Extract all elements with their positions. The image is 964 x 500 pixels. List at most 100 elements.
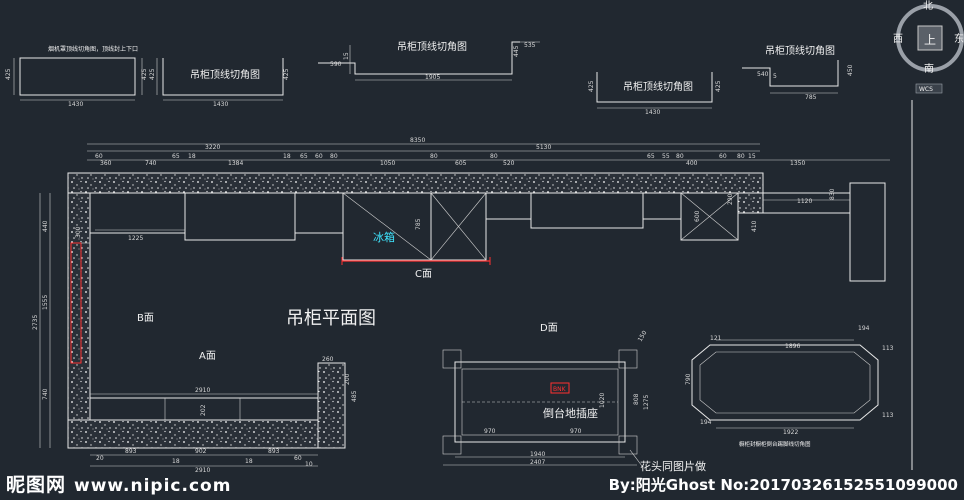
dim-label: 300 xyxy=(75,226,82,238)
compass-center-label: 上 xyxy=(924,33,936,47)
dim-label: 60 xyxy=(315,153,323,160)
dim-label: 970 xyxy=(570,428,582,435)
dim-label: 200 xyxy=(344,373,351,385)
dim-label: 830 xyxy=(829,188,836,200)
hood-top-line-figure: 烟机罩顶线切角图，顶线封上下口 425 425 1430 xyxy=(5,45,148,108)
dim-label: 808 xyxy=(633,393,640,405)
dim-label: 10 xyxy=(305,461,313,468)
dim-label: 605 xyxy=(455,160,467,167)
dim-label: 1940 xyxy=(530,451,545,458)
dim-label: 785 xyxy=(415,218,422,230)
dim-label: 2407 xyxy=(530,459,545,466)
dim-label: 15 xyxy=(343,52,350,60)
dim-label: 113 xyxy=(882,345,894,352)
dim-label: 590 xyxy=(330,61,342,68)
dim-label: 18 xyxy=(172,458,180,465)
dim-label: 60 xyxy=(95,153,103,160)
dim-label: 5130 xyxy=(536,144,551,151)
dim-label: 425 xyxy=(5,68,12,80)
top-line-figure-5: 540 785 450 5 吊柜顶线切角图 xyxy=(742,44,854,101)
dim-label: 80 xyxy=(430,153,438,160)
wcs-label: WCS xyxy=(919,86,933,93)
dim-label: 1225 xyxy=(128,235,143,242)
dim-label: 540 xyxy=(757,71,769,78)
dim-label: 18 xyxy=(188,153,196,160)
dim-label: 1275 xyxy=(643,395,650,410)
dim-label: 2735 xyxy=(32,315,39,330)
dim-label: 970 xyxy=(484,428,496,435)
flower-note: 花头同图片做 xyxy=(640,459,706,473)
view-cube-compass[interactable]: 上 北 西 东 南 WCS xyxy=(893,0,964,94)
dim-label: 400 xyxy=(686,160,698,167)
dim-label: 740 xyxy=(42,388,49,400)
dim-label: 60 xyxy=(719,153,727,160)
dim-label: 80 xyxy=(737,153,745,160)
dim-label: 1430 xyxy=(645,109,660,116)
dim-label: 360 xyxy=(100,160,112,167)
compass-north: 北 xyxy=(923,0,933,12)
dim-label: 1350 xyxy=(790,160,805,167)
dim-label: 425 xyxy=(588,80,595,92)
dim-label: 1050 xyxy=(380,160,395,167)
dim-label: 121 xyxy=(710,335,722,342)
watermark-author: By:阳光Ghost No:20170326152551099000 xyxy=(608,476,958,494)
top-line-figure-4: 425 425 1430 吊柜顶线切角图 xyxy=(588,72,722,116)
dim-label: 785 xyxy=(805,94,817,101)
dim-label: 600 xyxy=(694,210,701,222)
dim-label: 194 xyxy=(700,419,712,426)
dim-label: 902 xyxy=(195,448,207,455)
dim-label: 20 xyxy=(96,455,104,462)
dim-label: 425 xyxy=(715,80,722,92)
top-line-title-4: 吊柜顶线切角图 xyxy=(623,80,693,93)
dim-label: 410 xyxy=(751,220,758,232)
dim-label: 55 xyxy=(662,153,670,160)
face-c-label: C面 xyxy=(415,269,432,280)
dim-label: 202 xyxy=(200,404,207,416)
dim-label: 80 xyxy=(676,153,684,160)
socket-label: 倒台地插座 xyxy=(543,406,598,420)
socket-tag: BNK xyxy=(553,386,567,393)
compass-south: 南 xyxy=(924,62,934,75)
dim-label: 450 xyxy=(847,64,854,76)
dim-label: 425 xyxy=(141,68,148,80)
top-dimension-chain: 8350 3220 5130 60 360 740 65 18 1384 18 … xyxy=(87,137,890,167)
socket-island-figure: BNK 倒台地插座 970 970 1020 808 1275 150 1940… xyxy=(442,329,706,473)
dim-label: 194 xyxy=(858,325,870,332)
top-line-title-3: 吊柜顶线切角图 xyxy=(397,40,467,53)
face-d-label: D面 xyxy=(540,323,558,334)
top-line-figure-2: 425 425 1430 吊柜顶线切角图 xyxy=(149,58,290,108)
dim-label: 1905 xyxy=(425,74,440,81)
dim-label: 1430 xyxy=(68,101,83,108)
dim-label: 3220 xyxy=(205,144,220,151)
dim-label: 15 xyxy=(748,153,756,160)
dim-label: 740 xyxy=(145,160,157,167)
kick-note-label: 橱柜封橱柜倒台踢脚线切角图 xyxy=(739,440,811,448)
dim-label: 113 xyxy=(882,412,894,419)
dim-label: 290 xyxy=(727,193,734,205)
dim-label: 5 xyxy=(773,73,777,80)
hood-note-label: 烟机罩顶线切角图，顶线封上下口 xyxy=(48,45,138,53)
dim-label: 1020 xyxy=(599,393,606,408)
dim-label: 80 xyxy=(490,153,498,160)
compass-east: 东 xyxy=(954,32,964,45)
dim-label: 8350 xyxy=(410,137,425,144)
dim-label: 18 xyxy=(283,153,291,160)
dim-label: 535 xyxy=(524,42,536,49)
brand-name: 昵图网 xyxy=(6,474,67,496)
dim-label: 1555 xyxy=(42,295,49,310)
cabinet-plan: 2735 1555 740 440 300 1120 830 410 290 6… xyxy=(32,172,886,474)
dim-label: 893 xyxy=(268,448,280,455)
dim-label: 65 xyxy=(647,153,655,160)
plan-title: 吊柜平面图 xyxy=(286,308,376,329)
dim-label: 65 xyxy=(300,153,308,160)
dim-label: 425 xyxy=(149,68,156,80)
dim-label: 1384 xyxy=(228,160,243,167)
dim-label: 440 xyxy=(42,220,49,232)
face-a-label: A面 xyxy=(199,351,216,362)
dim-label: 893 xyxy=(125,448,137,455)
kick-line-figure: 1896 1922 790 113 113 194 194 121 橱柜封橱柜倒… xyxy=(685,325,894,448)
top-line-title-2: 吊柜顶线切角图 xyxy=(190,68,260,81)
dim-label: 1430 xyxy=(213,101,228,108)
